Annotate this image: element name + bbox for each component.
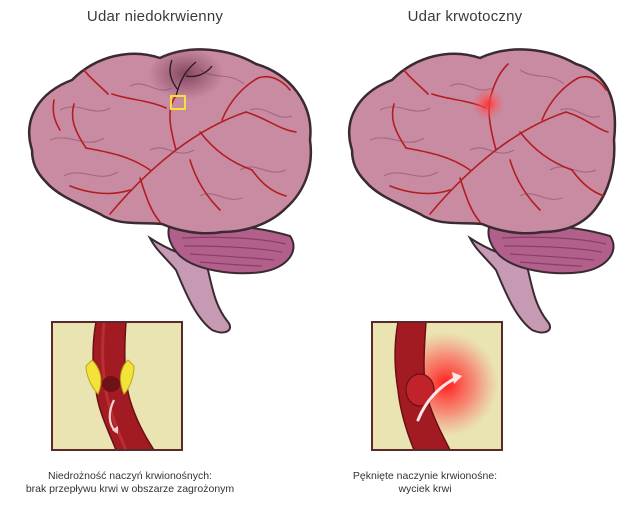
brain-left (29, 48, 311, 332)
caption-ischemic: Niedrożność naczyń krwionośnych: brak pr… (0, 470, 260, 496)
caption-ischemic-line1: Niedrożność naczyń krwionośnych: (0, 470, 260, 483)
caption-hemorrhagic-line1: Pęknięte naczynie krwionośne: (300, 470, 550, 483)
hemorrhage-glow-small (472, 88, 504, 120)
clot-mass (102, 376, 120, 392)
ischemic-area (148, 48, 224, 100)
caption-hemorrhagic-line2: wyciek krwi (300, 483, 550, 496)
inset-left (52, 322, 182, 450)
title-ischemic-stroke: Udar niedokrwienny (0, 8, 310, 25)
caption-hemorrhagic: Pęknięte naczynie krwionośne: wyciek krw… (300, 470, 550, 496)
brain-right (349, 49, 615, 332)
inset-right (372, 322, 502, 450)
caption-ischemic-line2: brak przepływu krwi w obszarze zagrożony… (0, 483, 260, 496)
cerebrum-right (349, 49, 615, 233)
title-hemorrhagic-stroke: Udar krwotoczny (310, 8, 620, 25)
